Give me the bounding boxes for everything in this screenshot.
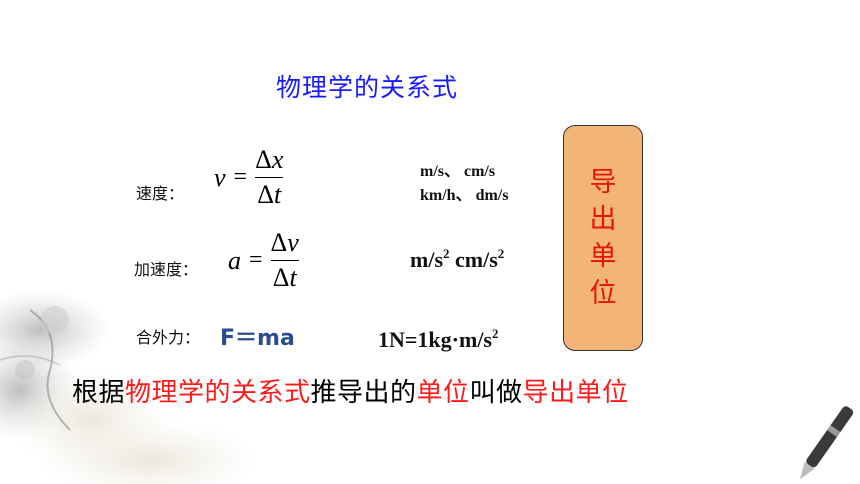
acceleration-formula: a = Δv Δt	[228, 228, 299, 293]
acceleration-units: m/s2 cm/s2	[410, 246, 504, 273]
derived-units-box: 导 出 单 位	[563, 125, 643, 351]
delta-symbol: Δ	[255, 145, 272, 174]
velocity-fraction: Δx Δt	[255, 145, 284, 210]
exponent: 2	[443, 246, 450, 261]
velocity-units: m/s、 cm/s km/h、 dm/s	[420, 160, 508, 208]
velocity-units-line2: km/h、 dm/s	[420, 187, 509, 204]
acceleration-label: 加速度：	[134, 260, 199, 279]
delta-symbol: Δ	[270, 228, 288, 257]
delta-symbol: Δ	[272, 263, 290, 292]
time-symbol: t	[273, 180, 282, 209]
force-formula: F＝ma	[220, 326, 295, 351]
acceleration-symbol: a	[228, 245, 241, 275]
fraction-bar	[255, 177, 284, 178]
text-segment: 叫做	[469, 378, 523, 408]
text-segment: 根据	[72, 378, 126, 408]
velocity-symbol: v	[214, 162, 226, 192]
fraction-bar	[270, 260, 299, 261]
newton-unit: 1N=1kg·m/s	[378, 327, 492, 352]
equals-sign: =	[249, 247, 263, 273]
unit-ms2: m/s	[410, 247, 443, 272]
exponent: 2	[492, 326, 499, 341]
velocity-formula: v = Δx Δt	[214, 145, 284, 210]
unit-cms2: cm/s	[449, 247, 498, 272]
text-segment: 推导出的	[310, 378, 417, 408]
conclusion-sentence: 根据物理学的关系式推导出的单位叫做导出单位	[72, 372, 629, 409]
box-char-3: 单	[589, 241, 617, 272]
ink-flower-painting	[0, 290, 260, 484]
highlight-derived-units: 导出单位	[522, 378, 629, 408]
exponent: 2	[497, 246, 505, 261]
velocity-label: 速度：	[136, 184, 185, 203]
highlight-units: 单位	[416, 378, 470, 408]
box-char-1: 导	[589, 167, 617, 198]
highlight-relations: 物理学的关系式	[125, 378, 311, 408]
delta-symbol: Δ	[257, 180, 274, 209]
pen-icon	[799, 406, 854, 480]
displacement-symbol: x	[271, 145, 284, 174]
acceleration-fraction: Δv Δt	[270, 228, 299, 293]
newton-definition: 1N=1kg·m/s2	[378, 326, 499, 353]
box-char-4: 位	[589, 278, 617, 309]
force-label: 合外力：	[136, 328, 201, 347]
slide-title: 物理学的关系式	[276, 73, 459, 102]
velocity-change-symbol: v	[287, 228, 299, 257]
equals-sign: =	[233, 164, 248, 190]
time-symbol: t	[289, 263, 297, 292]
box-char-2: 出	[589, 204, 617, 235]
velocity-units-line1: m/s、 cm/s	[420, 163, 496, 180]
